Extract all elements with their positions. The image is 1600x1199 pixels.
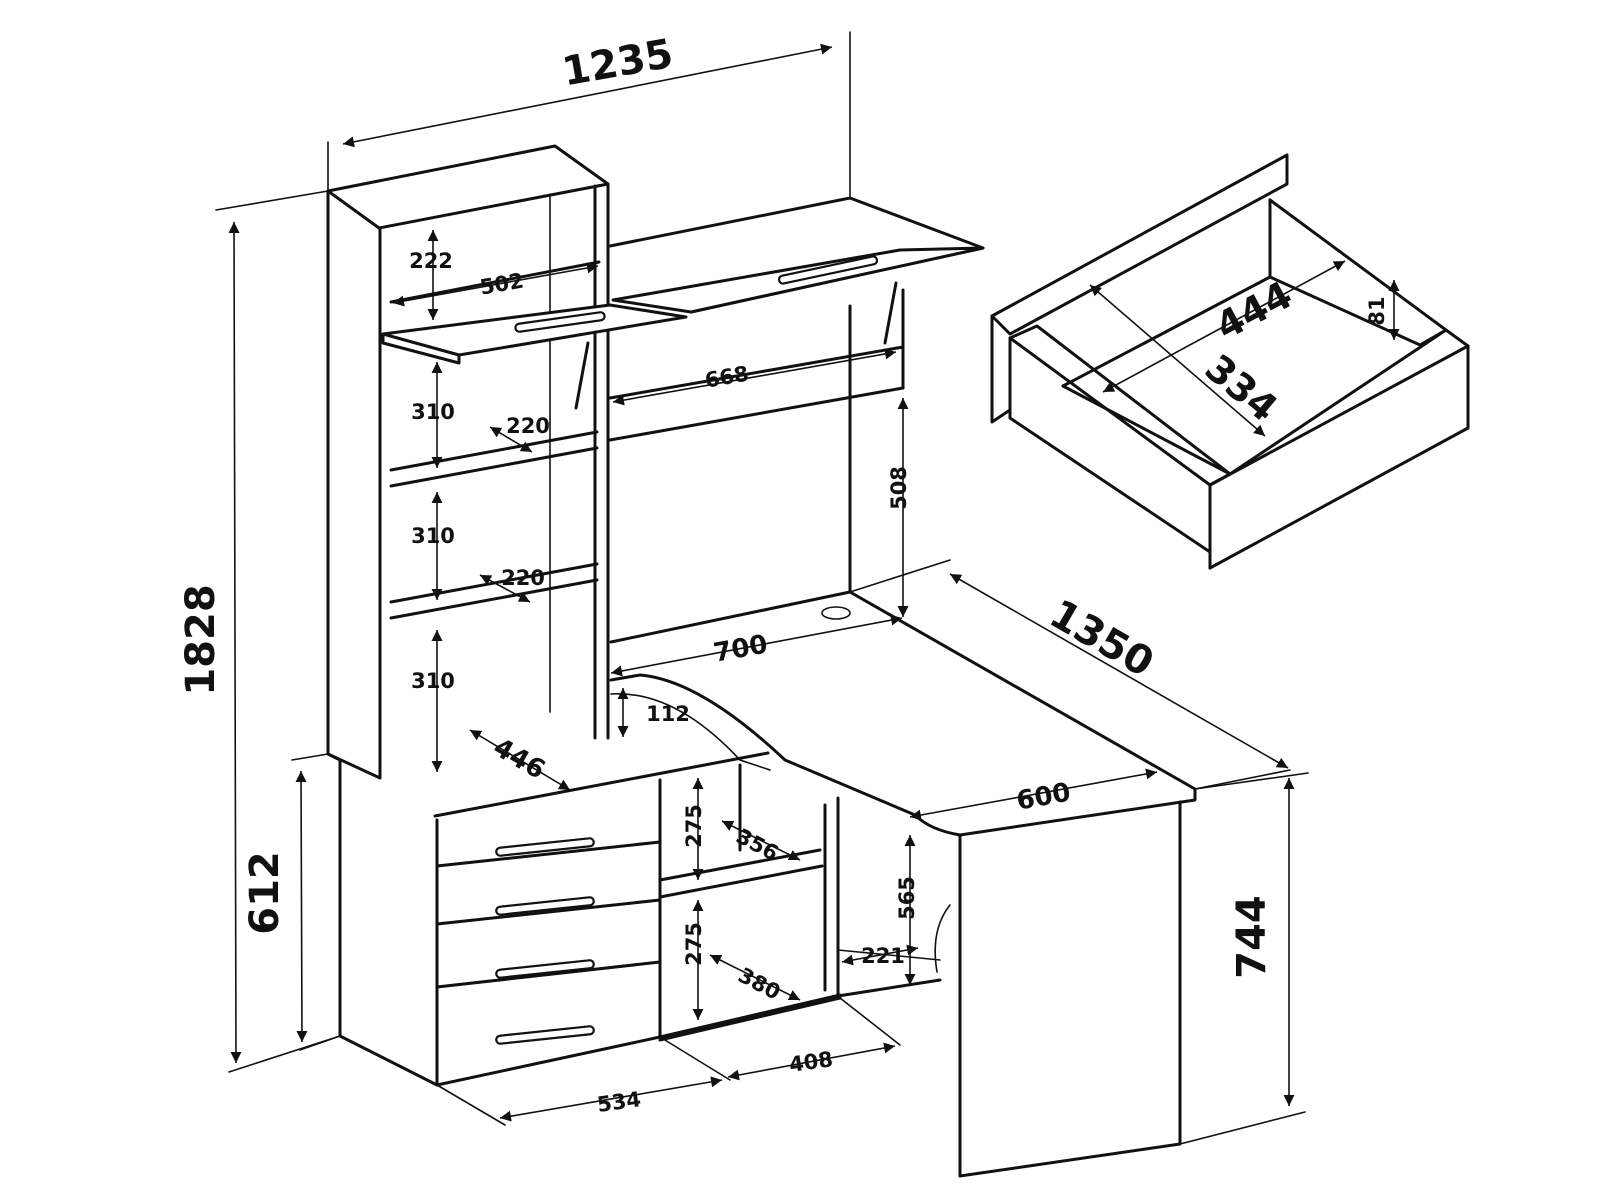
base-top-edge [433, 751, 770, 818]
label-overall-height: 1828 [178, 584, 224, 695]
extension-lines [215, 31, 1309, 1145]
upper-cabinet [608, 196, 985, 594]
cable-hole [821, 606, 851, 620]
drawer-inner-right [1268, 198, 1448, 347]
flap-handle-1 [514, 311, 606, 333]
dim-line-612 [295, 770, 308, 1043]
base-left-side [326, 752, 439, 1087]
cabinet-bottom [658, 993, 842, 1042]
label-cabinet-width: 408 [788, 1047, 835, 1077]
label-cabinet-shelf-height-1: 275 [682, 804, 706, 848]
flap-handle-2 [777, 255, 879, 285]
gas-lift-1 [574, 341, 590, 410]
drawer-front-outline [435, 818, 662, 1087]
drawer-side-top [1008, 324, 1232, 487]
dim-line-1828 [228, 221, 242, 1064]
label-desk-top-width: 700 [711, 630, 770, 669]
label-shelf-depth-1: 220 [506, 414, 550, 438]
desk-surface [609, 590, 1197, 837]
label-leg-gap: 565 [895, 876, 919, 920]
label-leg-depth: 221 [861, 944, 905, 968]
drawer-front-panel-top [990, 153, 1289, 336]
dim-line-220-1 [489, 426, 533, 453]
dim-line-356 [721, 820, 801, 861]
label-shelf-height-2: 310 [411, 524, 455, 548]
drawer-inner-bottom [1061, 384, 1232, 476]
shelf-1 [389, 430, 599, 488]
dimension-labels: 1235 1828 612 744 1350 700 600 222 502 3… [178, 31, 1389, 1117]
dim-line-408 [727, 1042, 896, 1081]
drawer-back-panel [1208, 344, 1470, 570]
label-desk-height: 744 [1229, 895, 1275, 979]
label-shelf-height-3: 310 [411, 669, 455, 693]
label-side-top-width: 600 [1014, 778, 1073, 817]
dim-line-444 [1102, 260, 1346, 393]
label-overall-width: 1235 [559, 31, 677, 96]
shelf-2 [389, 562, 599, 620]
cabinet-right-panel [823, 796, 840, 997]
label-shelf-depth-2: 220 [501, 566, 545, 590]
label-back-panel-height: 508 [887, 466, 911, 510]
leg-cutout [934, 904, 951, 973]
dimension-lines [228, 43, 1400, 1122]
drawer-handle-2 [495, 896, 595, 916]
dim-line-534 [499, 1076, 723, 1122]
dim-line-380 [709, 954, 801, 1001]
label-top-gap: 112 [646, 702, 690, 726]
dim-line-221 [841, 944, 919, 966]
dim-line-668 [612, 348, 897, 406]
gas-lift-2 [883, 281, 898, 345]
drawer-handle-4 [495, 1025, 595, 1045]
drawer-handle-3 [495, 959, 595, 979]
drawer-side-panel [1008, 336, 1212, 554]
leg-bottom-rail [836, 978, 942, 998]
tower-side [326, 189, 382, 780]
drawer-front-left [990, 314, 1012, 424]
label-shelf-height-1: 310 [411, 400, 455, 424]
label-drawer-inner-width: 334 [1197, 346, 1286, 431]
tower-top [326, 144, 610, 230]
upper-shelf [608, 345, 905, 442]
leg-panel [958, 800, 1182, 1178]
label-top-shelf-width: 502 [478, 268, 525, 299]
label-drawer-inner-height: 81 [1365, 296, 1389, 325]
dim-line-700 [610, 614, 903, 677]
dim-line-446 [469, 729, 571, 791]
label-base-height: 612 [242, 851, 288, 935]
label-top-shelf-height: 222 [409, 249, 453, 273]
dim-line-1235 [342, 43, 833, 148]
drawer-separators [435, 840, 662, 989]
label-cabinet-shelf-depth-2: 380 [734, 963, 784, 1005]
dim-line-1350 [949, 573, 1289, 769]
tower-flap-edge [381, 332, 461, 365]
label-upper-shelf-width: 668 [703, 361, 750, 392]
dim-line-220-2 [479, 574, 531, 603]
base-cabinet [326, 751, 942, 1087]
label-drawer-block-width: 534 [596, 1087, 643, 1117]
label-side-length: 1350 [1042, 591, 1161, 687]
label-tower-depth: 446 [488, 733, 550, 786]
dim-line-502 [392, 262, 599, 307]
label-cabinet-shelf-height-2: 275 [682, 922, 706, 966]
dim-line-600 [909, 768, 1158, 821]
drawer-handle-1 [495, 837, 595, 857]
